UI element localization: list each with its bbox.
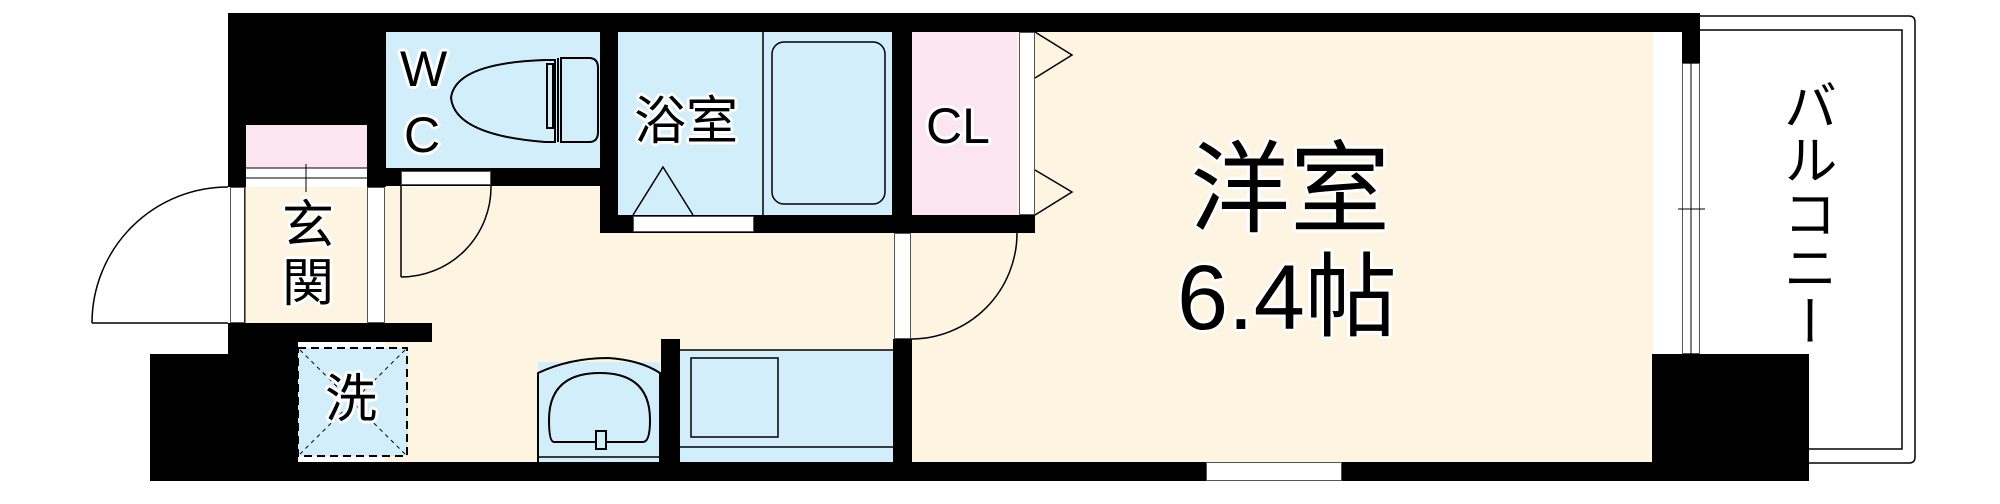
kitchen-counter (680, 350, 893, 462)
western-room-label: 洋室 (1190, 131, 1390, 248)
room-door-jamb (894, 233, 911, 339)
toilet-label-c: C (404, 107, 441, 163)
balcony-label: バルコニー (1774, 78, 1837, 348)
closet-door-panel (1019, 32, 1035, 215)
balcony-sash (1682, 63, 1700, 354)
entrance-jamb-right (367, 187, 385, 323)
wall-top (228, 13, 1700, 32)
wall-block-top-left (228, 13, 386, 125)
wall-left-entrance-top (228, 125, 246, 187)
wall-wc-bath (600, 13, 618, 233)
window-bath (633, 216, 754, 232)
closet-label: CL (926, 98, 990, 154)
wall-bottom (150, 462, 1808, 481)
wall-left-column (228, 323, 298, 481)
washbasin (538, 362, 660, 462)
wall-room-divider-lower (893, 339, 912, 462)
bathroom-label: 浴室 (634, 92, 739, 152)
wall-block-bottom-right (1652, 354, 1809, 481)
wall-right-top (1682, 13, 1700, 63)
washer-label: 洗 (325, 370, 378, 430)
wall-entrance-divider (367, 125, 386, 187)
wall-bath-cl (892, 13, 912, 233)
toilet-label-w: W (400, 41, 448, 97)
western-room-size: 6.4帖 (1177, 247, 1397, 349)
entrance-door-swing (91, 186, 229, 324)
wall-cl-bottom (892, 215, 1035, 233)
western-room-floor (1017, 32, 1653, 462)
window-room-bottom (1206, 462, 1342, 481)
entrance-jamb-left (230, 187, 245, 323)
wc-door-jamb (401, 171, 491, 185)
entrance-label-1: 玄 (282, 196, 335, 256)
entrance-label-2: 関 (282, 254, 335, 314)
wall-kitchen-post (661, 339, 680, 462)
entrance-floor (245, 187, 367, 323)
closet (912, 32, 1017, 215)
shoe-cabinet (246, 125, 367, 168)
